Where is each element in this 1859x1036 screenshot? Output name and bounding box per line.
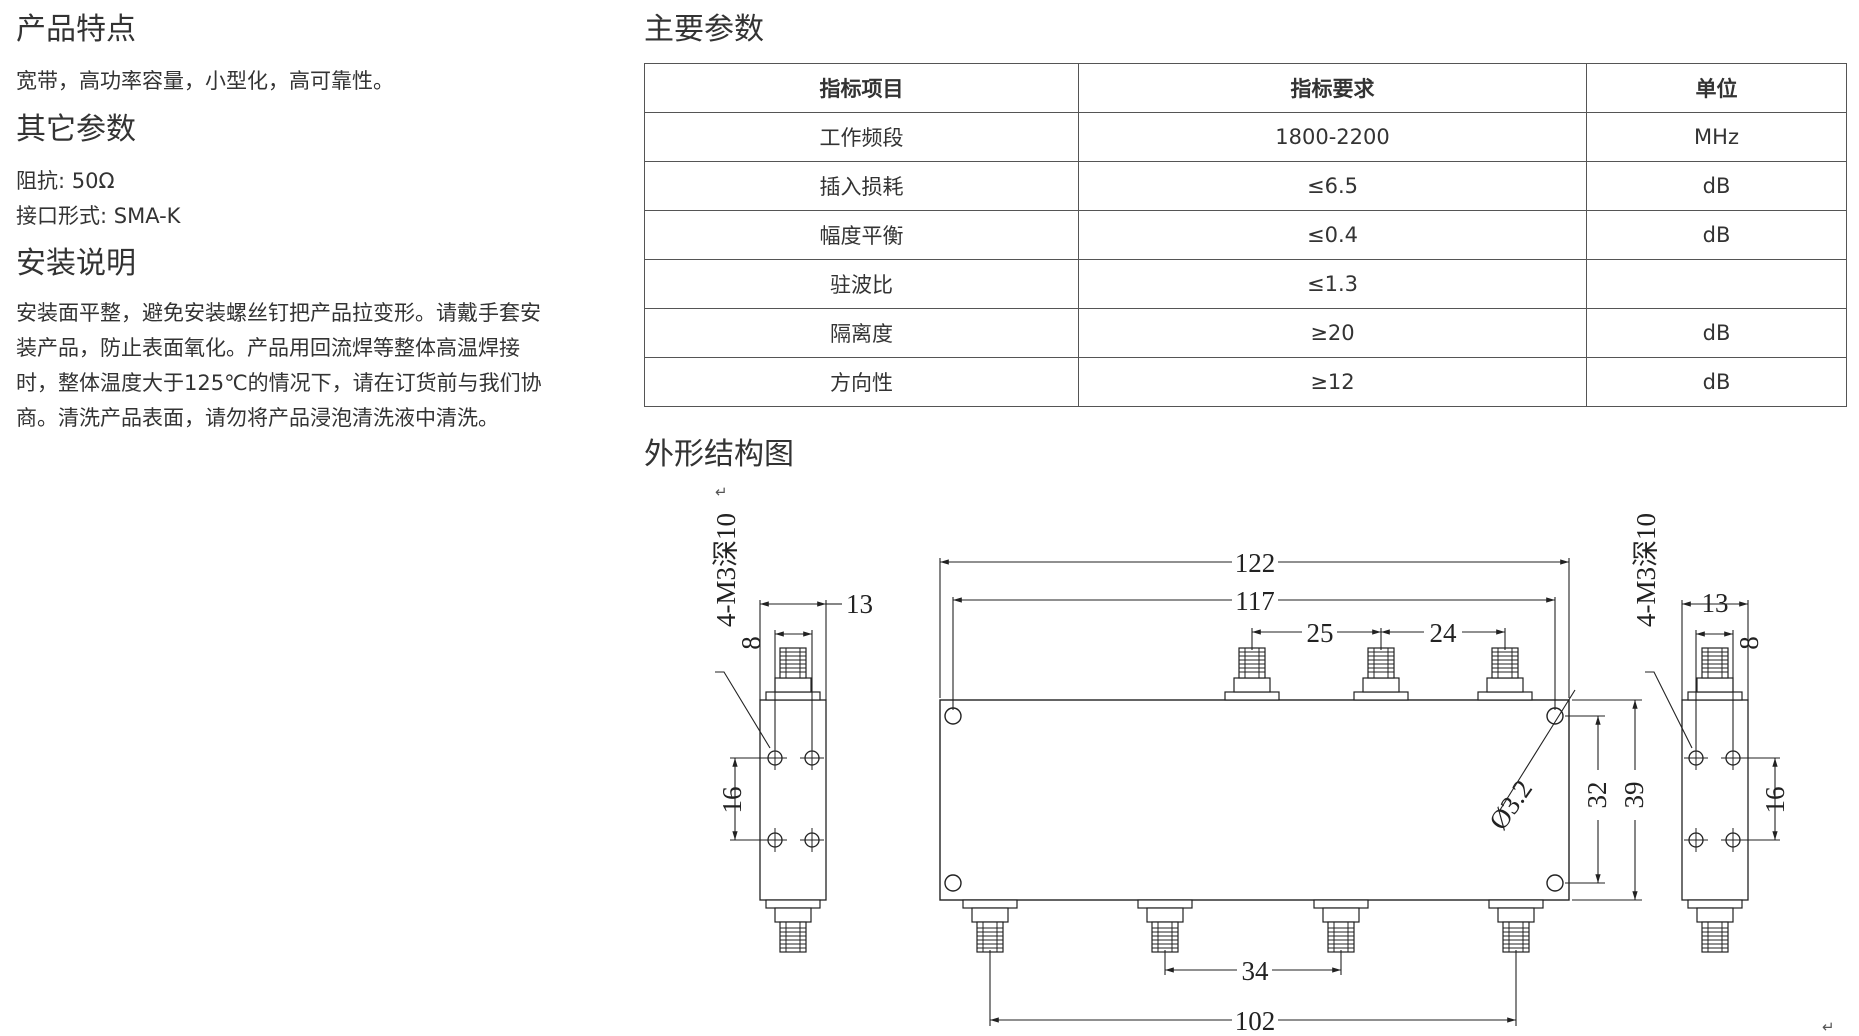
table-cell: dB [1586, 357, 1847, 407]
install-line-3: 时，整体温度大于125℃的情况下，请在订货前与我们协 [16, 371, 542, 395]
table-cell: 驻波比 [644, 259, 1079, 309]
table-cell [1586, 259, 1847, 309]
table-header-cell: 指标项目 [644, 63, 1079, 113]
other-params-title: 其它参数 [16, 112, 136, 147]
return-mark-bottom: ↵ [1822, 1018, 1835, 1036]
table-cell: ≤0.4 [1078, 210, 1587, 260]
features-title: 产品特点 [16, 12, 136, 47]
table-header-cell: 单位 [1586, 63, 1847, 113]
table-row: 方向性 ≥12 dB [644, 357, 1847, 407]
dim-24: 24 [1430, 618, 1458, 648]
table-cell: 方向性 [644, 357, 1079, 407]
table-cell: ≥12 [1078, 357, 1587, 407]
params-table: 指标项目 指标要求 单位 工作频段 1800-2200 MHz 插入损耗 ≤6.… [644, 63, 1847, 407]
mount-hole [1546, 874, 1564, 892]
table-header-row: 指标项目 指标要求 单位 [644, 63, 1847, 113]
install-title: 安装说明 [16, 246, 136, 281]
table-cell: MHz [1586, 112, 1847, 162]
mount-hole [944, 874, 962, 892]
mount-hole [1546, 707, 1564, 725]
table-cell: dB [1586, 308, 1847, 358]
drawing-title: 外形结构图 [644, 437, 794, 472]
table-cell: 插入损耗 [644, 161, 1079, 211]
install-line-2: 装产品，防止表面氧化。产品用回流焊等整体高温焊接 [16, 336, 520, 360]
dim-13-right: 13 [1702, 588, 1729, 618]
table-row: 驻波比 ≤1.3 [644, 259, 1847, 309]
body-outline [939, 699, 1570, 901]
dim-16-right: 16 [1760, 787, 1790, 814]
dim-39: 39 [1619, 782, 1649, 809]
table-header-cell: 指标要求 [1078, 63, 1587, 113]
dim-25: 25 [1307, 618, 1334, 648]
install-line-4: 商。清洗产品表面，请勿将产品浸泡清洗液中清洗。 [16, 406, 499, 430]
dim-32: 32 [1582, 782, 1612, 809]
table-cell: 1800-2200 [1078, 112, 1587, 162]
table-cell: 隔离度 [644, 308, 1079, 358]
table-row: 插入损耗 ≤6.5 dB [644, 161, 1847, 211]
main-params-title: 主要参数 [644, 12, 764, 47]
interface-text: 接口形式: SMA-K [16, 204, 181, 228]
table-cell: ≤6.5 [1078, 161, 1587, 211]
dim-16-left: 16 [717, 787, 747, 814]
table-row: 幅度平衡 ≤0.4 dB [644, 210, 1847, 260]
install-line-1: 安装面平整，避免安装螺丝钉把产品拉变形。请戴手套安 [16, 301, 541, 325]
dim-122: 122 [1235, 548, 1276, 578]
dim-8-right: 8 [1734, 636, 1764, 650]
dim-102: 102 [1235, 1006, 1276, 1036]
features-text: 宽带，高功率容量，小型化，高可靠性。 [16, 69, 394, 93]
table-row: 隔离度 ≥20 dB [644, 308, 1847, 358]
return-mark-top: ↵ [715, 483, 728, 501]
dim-13-left: 13 [846, 589, 873, 619]
dim-117: 117 [1235, 586, 1275, 616]
mount-hole [944, 707, 962, 725]
impedance-text: 阻抗: 50Ω [16, 169, 115, 193]
table-cell: ≤1.3 [1078, 259, 1587, 309]
table-cell: 工作频段 [644, 112, 1079, 162]
dim-8-left: 8 [736, 636, 766, 650]
table-cell: 幅度平衡 [644, 210, 1079, 260]
table-cell: ≥20 [1078, 308, 1587, 358]
table-cell: dB [1586, 210, 1847, 260]
hole-note-left: 4-M3深10 [711, 513, 741, 627]
dim-phi: Ø3.2 [1483, 774, 1538, 835]
hole-note-right: 4-M3深10 [1631, 513, 1661, 627]
table-row: 工作频段 1800-2200 MHz [644, 112, 1847, 162]
table-cell: dB [1586, 161, 1847, 211]
dim-34: 34 [1242, 956, 1270, 986]
